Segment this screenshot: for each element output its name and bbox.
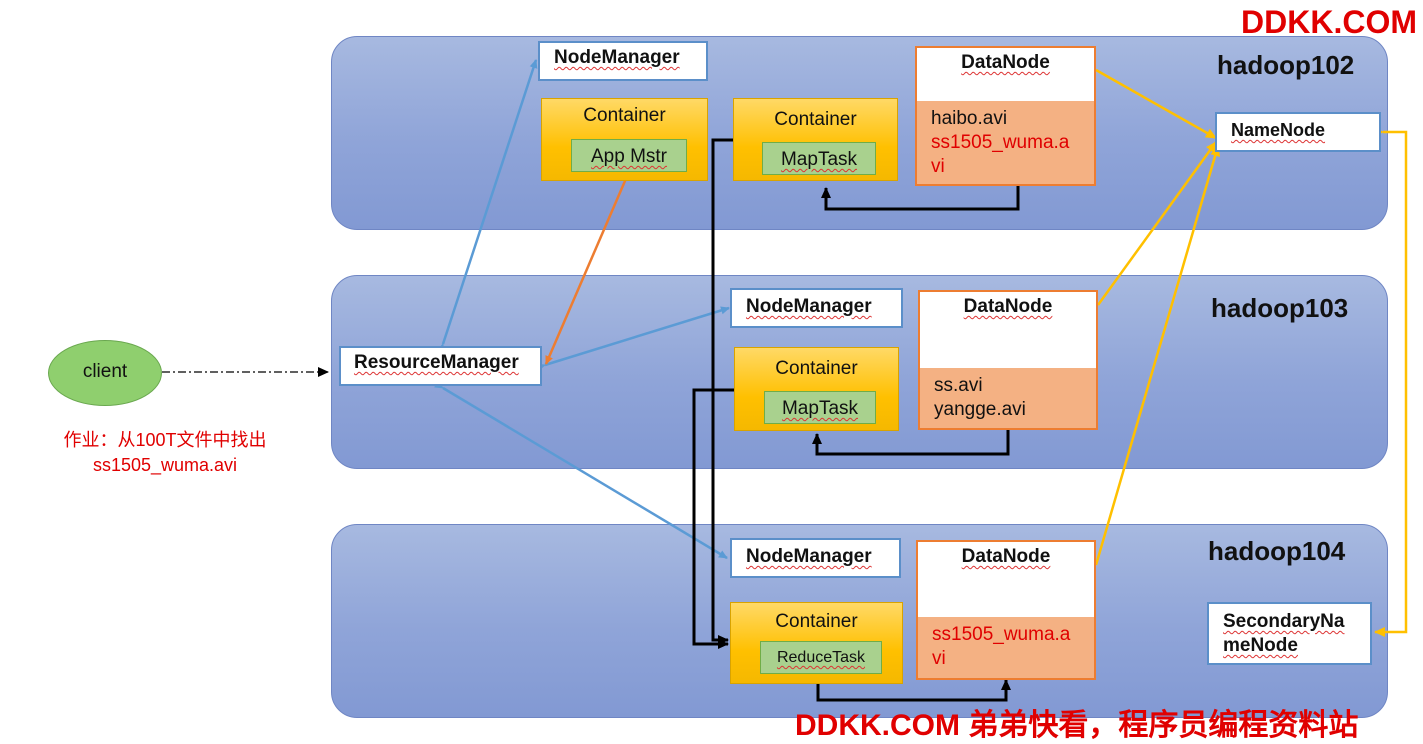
namenode: NameNode bbox=[1215, 112, 1381, 152]
container-label: Container bbox=[583, 105, 666, 126]
file-target-part1: ss1505_wuma.a bbox=[932, 624, 1071, 645]
dn104-namenode-arrow bbox=[1094, 145, 1221, 566]
maptask-hadoop102-label: MapTask bbox=[780, 149, 858, 170]
maptask-hadoop103-label: MapTask bbox=[781, 398, 859, 419]
file-yangge: yangge.avi bbox=[934, 399, 1026, 420]
secondarynamenode: SecondaryNa meNode bbox=[1207, 602, 1372, 665]
rm-nm104-arrow bbox=[434, 380, 728, 560]
datanode-title: DataNode bbox=[918, 546, 1094, 568]
namenode-snn-arrow bbox=[1373, 127, 1408, 637]
container-maptask-hadoop102: Container MapTask bbox=[733, 98, 898, 181]
container-appmstr: Container App Mstr bbox=[541, 98, 708, 181]
watermark-bottom: DDKK.COM 弟弟快看，程序员编程资料站 bbox=[795, 709, 1359, 742]
datanode-title: DataNode bbox=[920, 296, 1096, 318]
datanode-title-text: DataNode bbox=[961, 52, 1050, 73]
rm-nm103-arrow bbox=[536, 306, 730, 372]
job-description: 作业：从100T文件中找出 ss1505_wuma.avi bbox=[40, 428, 290, 478]
file-ss: ss.avi bbox=[934, 375, 983, 396]
job-line2: ss1505_wuma.avi bbox=[92, 455, 238, 475]
app-mstr-label: App Mstr bbox=[590, 146, 668, 167]
nodemanager-hadoop102: NodeManager bbox=[538, 41, 708, 81]
appmstr-rm-arrow bbox=[544, 165, 635, 365]
namenode-label: NameNode bbox=[1231, 120, 1326, 140]
container-label: Container bbox=[774, 109, 857, 130]
snn-label-line1: SecondaryNa bbox=[1223, 611, 1345, 632]
file-target-part2: vi bbox=[932, 648, 946, 669]
maptask103-reduce-arrow bbox=[692, 388, 734, 649]
reduce-dn104-arrow bbox=[816, 679, 1011, 702]
datanode-hadoop103: DataNode ss.avi yangge.avi bbox=[918, 290, 1098, 430]
client-node: client bbox=[48, 340, 162, 406]
watermark-top: DDKK.COM bbox=[1241, 4, 1417, 40]
datanode-hadoop102: DataNode haibo.avi ss1505_wuma.a vi bbox=[915, 46, 1096, 186]
reducetask: ReduceTask bbox=[760, 641, 882, 674]
host-label-hadoop102: hadoop102 bbox=[1217, 50, 1355, 80]
host-label-hadoop104: hadoop104 bbox=[1208, 536, 1346, 566]
datanode-title: DataNode bbox=[917, 52, 1094, 74]
container-label: Container bbox=[775, 611, 858, 632]
dn103-maptask-arrow bbox=[812, 430, 1010, 456]
nodemanager-hadoop103: NodeManager bbox=[730, 288, 903, 328]
datanode-hadoop104: DataNode ss1505_wuma.a vi bbox=[916, 540, 1096, 680]
file-target-part2: vi bbox=[931, 156, 945, 177]
datanode-files: ss.avi yangge.avi bbox=[920, 368, 1096, 428]
datanode-title-text: DataNode bbox=[963, 296, 1053, 317]
file-target-part1: ss1505_wuma.a bbox=[931, 132, 1070, 153]
nodemanager-hadoop104-label: NodeManager bbox=[746, 546, 872, 567]
nodemanager-hadoop104: NodeManager bbox=[730, 538, 901, 578]
container-maptask-hadoop103: Container MapTask bbox=[734, 347, 899, 431]
datanode-files: ss1505_wuma.a vi bbox=[918, 617, 1094, 678]
maptask-hadoop102: MapTask bbox=[762, 142, 876, 175]
container-reducetask: Container ReduceTask bbox=[730, 602, 903, 684]
nodemanager-hadoop102-label: NodeManager bbox=[554, 47, 680, 68]
nodemanager-hadoop103-label: NodeManager bbox=[746, 296, 872, 317]
snn-label-line2: meNode bbox=[1223, 635, 1298, 656]
file-haibo: haibo.avi bbox=[931, 108, 1008, 129]
app-mstr-task: App Mstr bbox=[571, 139, 687, 172]
container-label: Container bbox=[775, 358, 858, 379]
rm-nm102-arrow bbox=[436, 59, 538, 353]
host-label-hadoop103: hadoop103 bbox=[1211, 293, 1349, 323]
datanode-title-text: DataNode bbox=[961, 546, 1051, 567]
resourcemanager: ResourceManager bbox=[339, 346, 542, 386]
maptask-hadoop103: MapTask bbox=[764, 391, 876, 424]
datanode-files: haibo.avi ss1505_wuma.a vi bbox=[917, 101, 1094, 184]
reducetask-label: ReduceTask bbox=[776, 649, 866, 666]
dn102-maptask-arrow bbox=[821, 186, 1020, 211]
job-line1: 作业：从100T文件中找出 bbox=[63, 430, 267, 450]
dn103-namenode-arrow bbox=[1096, 141, 1218, 306]
resourcemanager-label: ResourceManager bbox=[354, 352, 519, 373]
dn102-namenode-arrow bbox=[1095, 68, 1217, 140]
